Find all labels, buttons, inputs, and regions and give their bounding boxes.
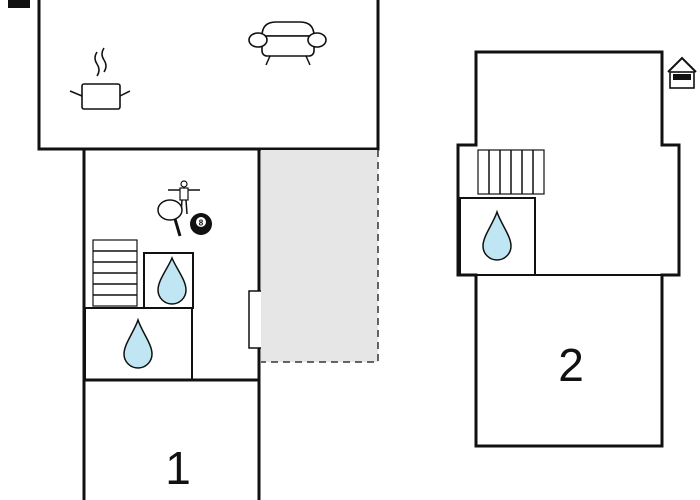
water-drop-icon bbox=[482, 209, 512, 261]
floor-2: 2 bbox=[456, 50, 681, 448]
table-tennis-icon bbox=[157, 199, 183, 237]
fitness-icon bbox=[168, 180, 200, 215]
corner-marker bbox=[8, 0, 30, 8]
house-icon bbox=[667, 56, 697, 89]
cooking-pot-icon bbox=[69, 47, 131, 110]
room-label-2: 2 bbox=[558, 339, 584, 391]
floor-2-outline bbox=[456, 50, 681, 448]
bathroom-1 bbox=[84, 307, 193, 381]
billiard-ball-number: 8 bbox=[199, 219, 204, 228]
stairs-icon bbox=[477, 149, 545, 195]
terrace bbox=[261, 150, 379, 363]
bathroom-2 bbox=[143, 252, 194, 309]
room-label-1: 1 bbox=[165, 442, 191, 494]
billiard-ball-icon: 8 bbox=[190, 213, 212, 235]
living-room bbox=[37, 0, 380, 151]
stairs-icon bbox=[92, 239, 138, 307]
water-drop-icon bbox=[123, 317, 153, 369]
water-drop-icon bbox=[157, 255, 187, 305]
bathroom-3 bbox=[459, 197, 536, 276]
sofa-icon bbox=[248, 21, 327, 66]
